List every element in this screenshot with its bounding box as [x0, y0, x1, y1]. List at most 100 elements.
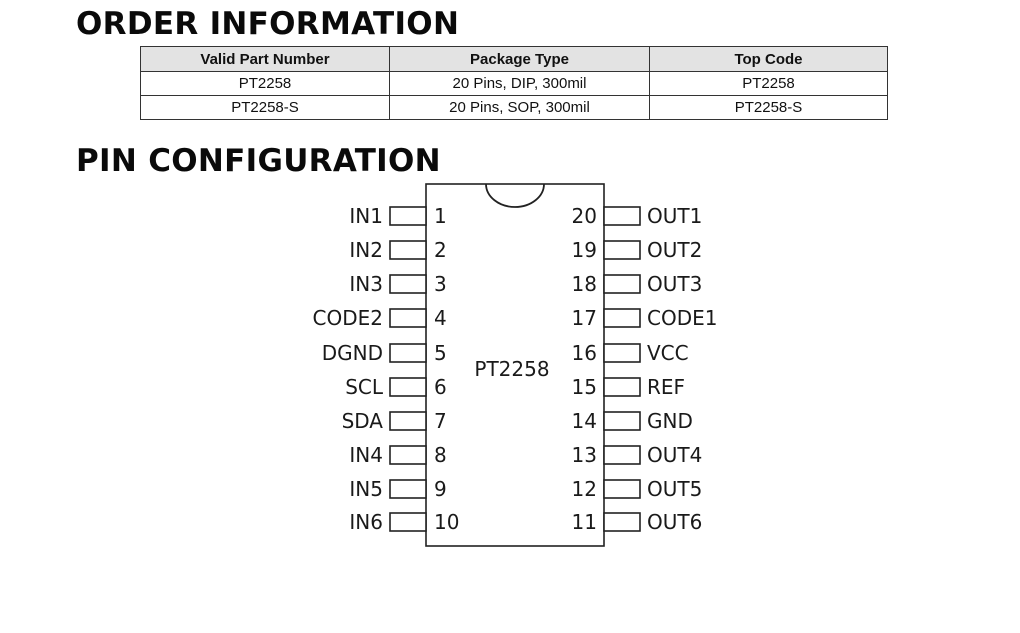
pin-lead: [389, 343, 427, 363]
pin-lead: [603, 240, 641, 260]
pin-lead: [603, 343, 641, 363]
column-header-top-code: Top Code: [649, 46, 888, 72]
pin-lead: [603, 206, 641, 226]
pin-left-10: IN6 10: [349, 510, 459, 534]
pin-lead: [389, 206, 427, 226]
pin-number: 15: [572, 375, 597, 399]
pin-left-4: CODE2 4: [313, 306, 447, 330]
right-pin-group: 20 OUT1 19 OUT2 18 OUT3 17 CODE1 16 VCC 15 REF 14 GND…: [572, 204, 718, 534]
pin-name: REF: [647, 375, 685, 399]
pin-lead: [389, 479, 427, 499]
cell-part-number: PT2258-S: [140, 95, 390, 120]
pin-name: IN5: [349, 477, 383, 501]
pin-right-17: 17 CODE1: [572, 306, 718, 330]
pin-configuration-heading: PIN CONFIGURATION: [76, 143, 441, 179]
cell-package-type: 20 Pins, SOP, 300mil: [389, 95, 650, 120]
pin-lead: [603, 377, 641, 397]
pin-right-16: 16 VCC: [572, 341, 689, 365]
pin-number: 5: [434, 341, 447, 365]
pin-lead: [603, 274, 641, 294]
table-row: PT2258 20 Pins, DIP, 300mil PT2258: [140, 71, 888, 96]
pin-left-1: IN1 1: [349, 204, 446, 228]
pin-left-6: SCL 6: [345, 375, 447, 399]
pin-number: 17: [572, 306, 597, 330]
pin-left-2: IN2 2: [349, 238, 446, 262]
pin-name: IN1: [349, 204, 383, 228]
pin-number: 1: [434, 204, 447, 228]
pin-lead: [389, 240, 427, 260]
pin-lead: [603, 308, 641, 328]
pin-number: 11: [572, 510, 597, 534]
table-row: PT2258-S 20 Pins, SOP, 300mil PT2258-S: [140, 95, 888, 120]
order-information-heading: ORDER INFORMATION: [76, 6, 460, 42]
pin-left-3: IN3 3: [349, 272, 446, 296]
pin-number: 7: [434, 409, 447, 433]
pin-lead: [389, 411, 427, 431]
pin-lead: [389, 512, 427, 532]
pin-name: CODE2: [313, 306, 383, 330]
pin-lead: [603, 445, 641, 465]
cell-package-type: 20 Pins, DIP, 300mil: [389, 71, 650, 96]
pin-right-20: 20 OUT1: [572, 204, 703, 228]
pin-lead: [603, 512, 641, 532]
pin-right-15: 15 REF: [572, 375, 686, 399]
pin-number: 2: [434, 238, 447, 262]
pin-name: GND: [647, 409, 693, 433]
chip-body: [425, 183, 605, 547]
pin-lead: [389, 274, 427, 294]
pin-left-8: IN4 8: [349, 443, 446, 467]
pin-right-19: 19 OUT2: [572, 238, 703, 262]
pin-name: OUT3: [647, 272, 702, 296]
pin-right-11: 11 OUT6: [572, 510, 703, 534]
pin-name: SCL: [345, 375, 384, 399]
pin-number: 16: [572, 341, 597, 365]
pin-left-9: IN5 9: [349, 477, 446, 501]
pin-name: OUT5: [647, 477, 702, 501]
pin-number: 19: [572, 238, 597, 262]
pin-number: 20: [572, 204, 597, 228]
pin-name: SDA: [342, 409, 384, 433]
pin-name: CODE1: [647, 306, 717, 330]
pin-lead: [389, 308, 427, 328]
pin-name: IN3: [349, 272, 383, 296]
pin-number: 14: [572, 409, 597, 433]
pin-number: 3: [434, 272, 447, 296]
pin-number: 10: [434, 510, 459, 534]
pin-number: 8: [434, 443, 447, 467]
pin-name: OUT2: [647, 238, 702, 262]
pin-lead: [389, 377, 427, 397]
pin-lead: [389, 445, 427, 465]
pin-left-5: DGND 5: [322, 341, 447, 365]
pin-number: 6: [434, 375, 447, 399]
pin-left-7: SDA 7: [342, 409, 447, 433]
pin-number: 9: [434, 477, 447, 501]
cell-top-code: PT2258: [649, 71, 888, 96]
table-header-row: Valid Part Number Package Type Top Code: [140, 46, 888, 72]
column-header-part-number: Valid Part Number: [140, 46, 390, 72]
pin-right-14: 14 GND: [572, 409, 693, 433]
pin-name: IN6: [349, 510, 383, 534]
pin-right-12: 12 OUT5: [572, 477, 703, 501]
cell-part-number: PT2258: [140, 71, 390, 96]
pin-name: DGND: [322, 341, 383, 365]
chip-name: PT2258: [474, 357, 549, 381]
pin-number: 18: [572, 272, 597, 296]
pin-lead: [603, 411, 641, 431]
pin-name: IN4: [349, 443, 383, 467]
pin-name: VCC: [647, 341, 689, 365]
pin-number: 4: [434, 306, 447, 330]
pin-name: OUT1: [647, 204, 702, 228]
pin-number: 13: [572, 443, 597, 467]
pin-name: OUT6: [647, 510, 702, 534]
pin-right-18: 18 OUT3: [572, 272, 703, 296]
pin-lead: [603, 479, 641, 499]
pin-number: 12: [572, 477, 597, 501]
column-header-package-type: Package Type: [389, 46, 650, 72]
cell-top-code: PT2258-S: [649, 95, 888, 120]
pin-name: IN2: [349, 238, 383, 262]
chip-notch: [485, 183, 545, 208]
order-information-table: Valid Part Number Package Type Top Code …: [140, 46, 888, 120]
